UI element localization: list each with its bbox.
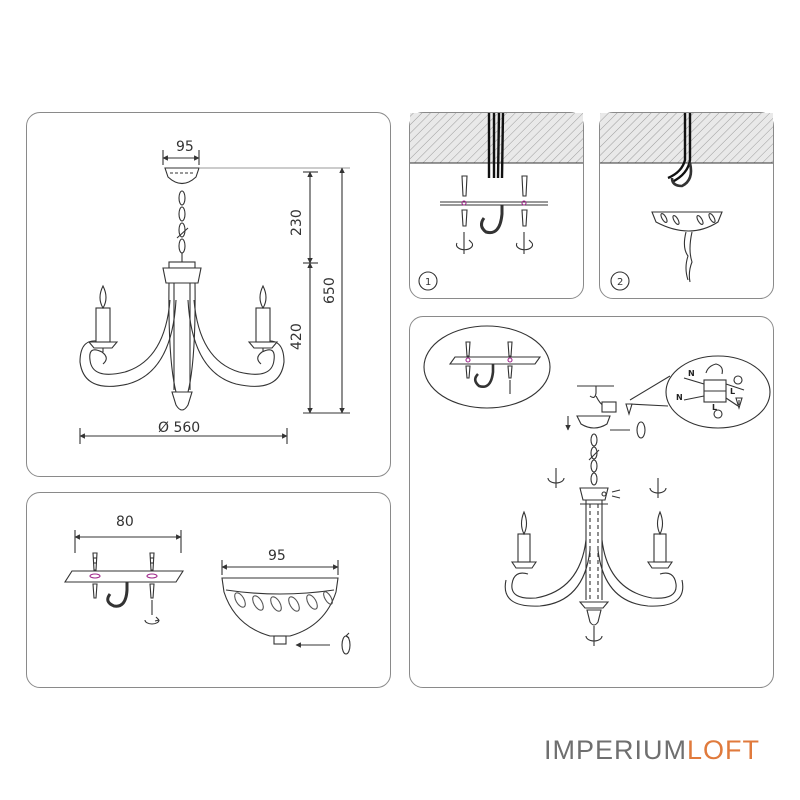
brand-logo: IMPERIUMLOFT: [544, 735, 760, 766]
step1-number: 1: [425, 277, 431, 288]
step2-number: 2: [617, 277, 623, 288]
canopy-width-detail-label: 95: [268, 548, 286, 564]
chandelier-drawing: [79, 150, 350, 444]
step1-drawing: [410, 112, 583, 291]
canopy-width-label: 95: [176, 139, 194, 155]
brand-name-part2: LOFT: [686, 735, 760, 765]
dimensions-panel: [26, 112, 391, 477]
chain-height-label: 230: [289, 209, 305, 236]
body-height-label: 420: [289, 323, 305, 350]
screw-icon: [149, 552, 155, 571]
neutral-label: N: [676, 393, 683, 402]
plate-width-label: 80: [116, 514, 134, 530]
assembly-drawing: [423, 325, 771, 646]
live-label: L: [712, 403, 717, 412]
brand-name-part1: IMPERIUM: [543, 735, 687, 765]
mounting-plate-drawing: [63, 530, 351, 655]
live-label: L: [730, 387, 735, 396]
total-height-label: 650: [322, 277, 338, 304]
screw-icon: [92, 552, 98, 571]
neutral-label: N: [688, 369, 695, 378]
wire-legend: N N L L: [676, 369, 735, 412]
step2-drawing: [600, 113, 773, 291]
diameter-label: Ø 560: [158, 420, 200, 436]
